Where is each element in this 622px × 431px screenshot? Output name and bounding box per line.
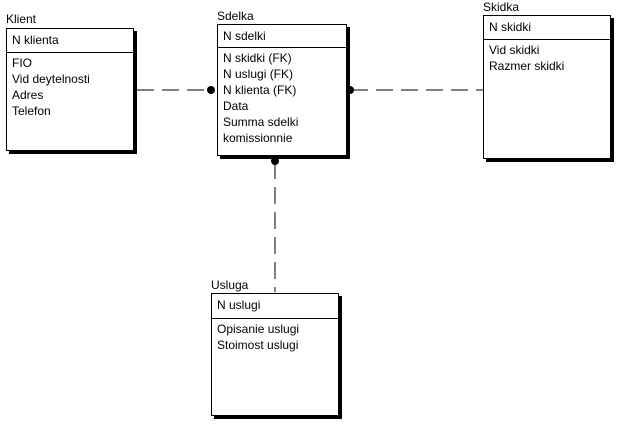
attribute-adres: Adres <box>12 88 44 102</box>
attribute-razmer-skidki: Razmer skidki <box>489 59 565 73</box>
attribute-data: Data <box>223 99 249 113</box>
entity-usluga-attributes: Opisanie uslugi Stoimost uslugi <box>212 319 338 353</box>
entity-sdelka[interactable]: N sdelki N skidki (FK) N uslugi (FK) N k… <box>217 24 347 156</box>
attribute-telefon: Telefon <box>12 104 51 118</box>
attribute-stoimost-uslugi: Stoimost uslugi <box>217 338 299 352</box>
entity-klient-attributes: FIO Vid deytelnosti Adres Telefon <box>7 53 133 119</box>
entity-skidka-primary-key: N skidki <box>484 16 610 40</box>
attribute-summa-sdelki: Summa sdelki <box>223 115 299 129</box>
relationship-usluga-sdelka-end-dot <box>271 157 279 165</box>
attribute-komissionnie: komissionnie <box>223 131 293 145</box>
entity-sdelka-primary-key: N sdelki <box>218 25 346 48</box>
attribute-vid-skidki: Vid skidki <box>489 43 540 57</box>
attribute-n-skidki-fk: N skidki (FK) <box>223 51 292 65</box>
entity-klient-title: Klient <box>6 12 37 26</box>
attribute-n-uslugi-fk: N uslugi (FK) <box>223 67 294 81</box>
entity-usluga-primary-key: N uslugi <box>212 294 338 319</box>
relationship-skidka-sdelka-end-dot <box>346 86 354 94</box>
entity-klient-primary-key: N klienta <box>7 29 133 53</box>
relationship-klient-sdelka-end-dot <box>207 86 215 94</box>
entity-usluga-title: Usluga <box>211 278 249 292</box>
entity-skidka[interactable]: N skidki Vid skidki Razmer skidki <box>483 15 611 159</box>
attribute-fio: FIO <box>12 56 32 70</box>
entity-usluga[interactable]: N uslugi Opisanie uslugi Stoimost uslugi <box>211 293 339 416</box>
attribute-opisanie-uslugi: Opisanie uslugi <box>217 322 300 336</box>
entity-skidka-title: Skidka <box>483 0 520 14</box>
attribute-vid-deytelnosti: Vid deytelnosti <box>12 72 90 86</box>
entity-sdelka-title: Sdelka <box>217 9 254 23</box>
entity-klient[interactable]: N klienta FIO Vid deytelnosti Adres Tele… <box>6 28 134 151</box>
entity-skidka-attributes: Vid skidki Razmer skidki <box>484 40 610 74</box>
entity-sdelka-attributes: N skidki (FK) N uslugi (FK) N klienta (F… <box>218 48 346 146</box>
attribute-n-klienta-fk: N klienta (FK) <box>223 83 297 97</box>
